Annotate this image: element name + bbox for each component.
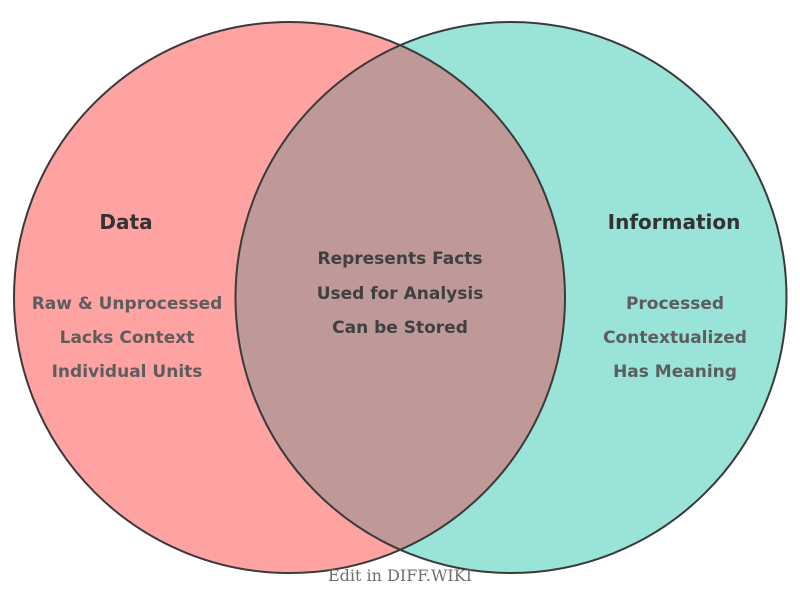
data-circle-title: Data	[99, 210, 153, 234]
information-attribute-item: Contextualized	[603, 328, 747, 348]
edit-in-diffwiki-link[interactable]: Edit in DIFF.WIKI	[327, 566, 473, 585]
data-attribute-item: Raw & Unprocessed	[31, 294, 223, 314]
data-attribute-item: Lacks Context	[59, 328, 195, 348]
intersection-region	[235, 22, 565, 573]
data-circle-outline	[13, 21, 566, 574]
intersection-attributes-list: Represents Facts Used for Analysis Can b…	[317, 242, 484, 346]
intersection-attribute-item: Used for Analysis	[316, 283, 484, 304]
information-circle-outline	[234, 21, 788, 574]
information-attribute-item: Has Meaning	[613, 362, 737, 382]
data-attributes-list: Raw & Unprocessed Lacks Context Individu…	[32, 287, 223, 389]
information-attributes-list: Processed Contextualized Has Meaning	[603, 287, 747, 389]
information-attribute-item: Processed	[625, 294, 725, 314]
intersection-attribute-item: Can be Stored	[332, 318, 468, 338]
data-attribute-item: Individual Units	[51, 362, 203, 382]
information-circle-title: Information	[607, 210, 741, 234]
intersection-attribute-item: Represents Facts	[317, 249, 483, 269]
